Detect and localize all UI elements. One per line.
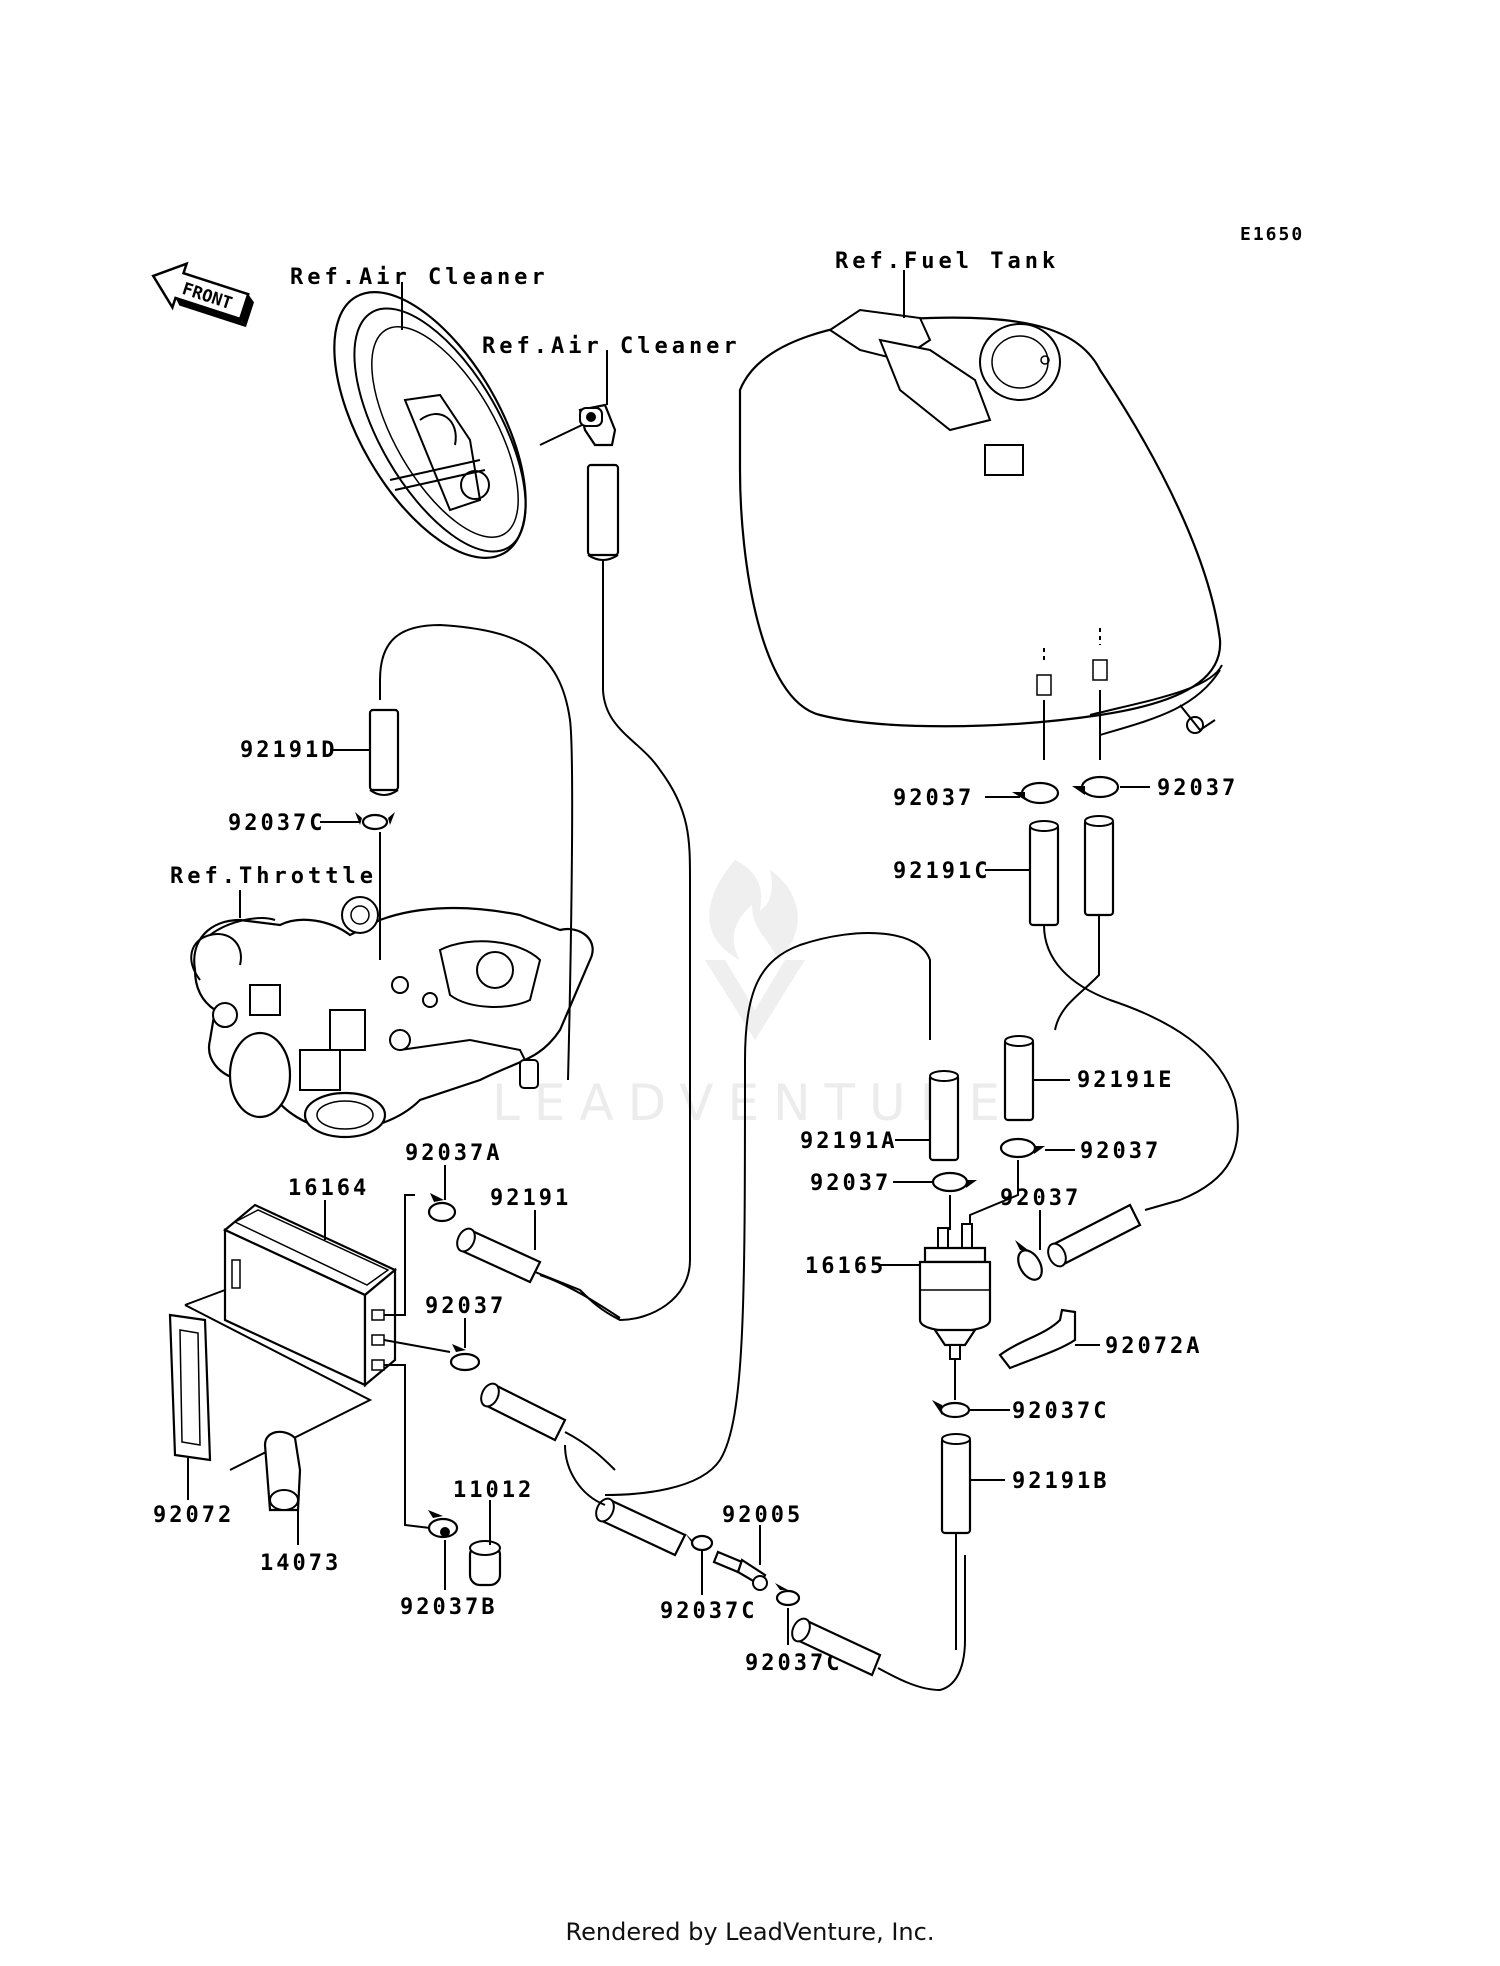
hose-route-d [379,623,574,1081]
hose-route-e [564,1444,606,1506]
callout-92037-filter: 92037 [1000,1186,1081,1211]
hose-92191E [1003,1035,1035,1122]
callout-92037A: 92037A [405,1141,502,1166]
fitting-92005 [712,1550,768,1591]
hose-route-h [877,1555,966,1692]
callout-92037C-low: 92037C [745,1651,842,1676]
callout-92037-tank-left: 92037 [893,786,974,811]
callout-92037-left: 92037 [425,1294,506,1319]
hose-92191 [456,1227,542,1284]
hose-92191A [928,1070,960,1162]
callout-92191C: 92191C [893,859,990,884]
callout-92191: 92191 [490,1186,571,1211]
air-cleaner-fitting [578,403,617,447]
canister-16164 [222,1203,398,1388]
callout-16164: 16164 [288,1176,369,1201]
throttle-body [190,896,594,1139]
clamp-92037C-mid [685,1533,714,1552]
hose-route-g [744,932,931,1061]
callout-92191E: 92191E [1077,1068,1174,1093]
band-92072A [998,1308,1077,1370]
leader-canister-port [384,1194,415,1316]
ref-fuel-tank: Ref.Fuel Tank [835,249,1059,274]
bracket-92072 [168,1313,212,1462]
clamp-92037C-top [355,812,395,831]
callout-92191D: 92191D [240,738,337,763]
clamp-92037-left [449,1344,481,1372]
callout-92037C-top: 92037C [228,811,325,836]
hose-lower [595,1497,687,1557]
clamp-92037-tank-left [1012,781,1060,805]
clamp-92037-a [931,1171,977,1193]
ref-throttle: Ref.Throttle [170,864,377,889]
front-arrow-icon: FRONT [151,261,254,328]
callout-11012: 11012 [453,1478,534,1503]
hose-92191C-right [1083,815,1115,917]
callout-16165: 16165 [805,1254,886,1279]
hose-diagonal-right [1047,1203,1142,1268]
hose-route-tank-right [1054,915,1100,1031]
clamp-92037-filter [1015,1240,1043,1281]
callout-92037B: 92037B [400,1595,497,1620]
ref-air-cleaner-fitting: Ref.Air Cleaner [482,334,741,359]
callout-92037-e: 92037 [1080,1139,1161,1164]
plug-11012 [468,1540,502,1587]
callout-92072: 92072 [153,1503,234,1528]
callout-92191A: 92191A [800,1129,897,1154]
clamp-92037-tank-right [1072,775,1120,799]
clamp-92037C-filter [932,1400,971,1419]
hose-92191C-left [1028,820,1060,927]
hose-route-b [539,1274,621,1319]
clamp-92037A [427,1193,457,1223]
hose-bottom [791,1617,882,1677]
clamp-92037C-low [775,1583,801,1607]
callout-92037-tank-right: 92037 [1157,776,1238,801]
leader-92037B [384,1364,431,1529]
callout-92037-a: 92037 [810,1171,891,1196]
hose-middle [480,1382,567,1442]
hose-route-f [604,1059,746,1496]
ref-air-cleaner-housing: Ref.Air Cleaner [290,265,549,290]
clamp-92037B [427,1510,459,1539]
callout-92005: 92005 [722,1503,803,1528]
hose-route-tank-left [1043,924,1239,1211]
footer-credit: Rendered by LeadVenture, Inc. [565,1918,935,1946]
diagram-code: E1650 [1240,224,1304,245]
fuel-filter-16165 [918,1223,992,1360]
callout-92037C-filter: 92037C [1012,1399,1109,1424]
hose-92191D [368,708,400,796]
clamp-92037-e [999,1137,1045,1159]
bracket-guide-top [184,1289,226,1306]
cap-14073 [263,1430,302,1512]
callout-92191B: 92191B [1012,1469,1109,1494]
hose-route-c [564,1431,616,1471]
hose-92191B [940,1433,972,1535]
callout-14073: 14073 [260,1551,341,1576]
callout-92037C-mid: 92037C [660,1599,757,1624]
vent-hose-short [586,463,620,561]
air-cleaner-housing [333,291,527,559]
leader-filter-right [969,1160,1019,1230]
fuel-tank [738,308,1223,736]
callout-92072A: 92072A [1105,1334,1202,1359]
hose-route-a [529,560,691,1322]
